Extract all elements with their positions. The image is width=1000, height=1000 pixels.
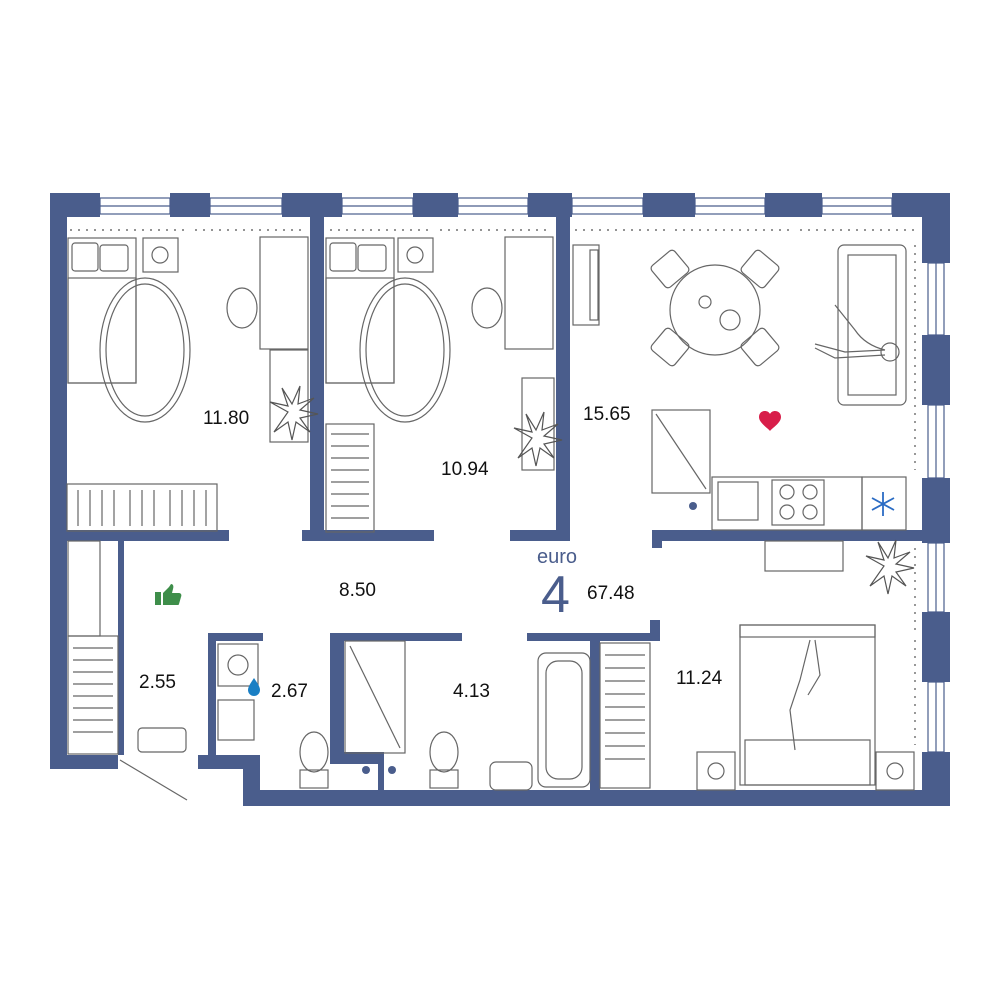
area-bedroom-2: 10.94 — [441, 459, 489, 480]
bed-1 — [67, 237, 137, 384]
nightstand-1 — [696, 751, 736, 791]
apartment-type-suffix: euro — [537, 546, 578, 568]
laundry-sink — [217, 699, 255, 741]
rug-1 — [99, 277, 191, 423]
desk-3 — [764, 540, 844, 572]
shower-cabinet — [344, 640, 406, 754]
area-bathroom-1: 4.13 — [453, 681, 490, 702]
rug-2 — [359, 277, 451, 423]
area-kitchen-living: 15.65 — [583, 404, 631, 425]
windows — [99, 197, 945, 753]
kitchen-sink — [717, 481, 759, 521]
wall-bath1-top — [330, 633, 462, 641]
wall-laundry-left — [208, 633, 216, 755]
radiator-2 — [325, 423, 375, 533]
chair-2 — [471, 287, 503, 329]
apartment-rooms-count: 4 — [541, 566, 570, 624]
wall-bottom-main — [243, 790, 950, 806]
wall-kitchen-stub — [652, 530, 662, 548]
radiator-1 — [66, 483, 218, 532]
dining-chair-4 — [740, 327, 780, 367]
nightstand-2 — [875, 751, 915, 791]
wall-bed2-bottom-b — [510, 530, 570, 541]
wall-bedroom1-2 — [310, 193, 324, 533]
wall-kitchen-bottom — [652, 530, 922, 541]
wall-bed2-bottom-a — [302, 530, 434, 541]
toilet-2 — [429, 731, 459, 773]
desk-1 — [259, 236, 309, 350]
dining-chair-2 — [740, 249, 780, 289]
area-laundry: 2.67 — [271, 681, 308, 702]
wall-right-1 — [922, 193, 950, 263]
area-hallway: 8.50 — [339, 580, 376, 601]
plant-2 — [513, 411, 563, 467]
person-bed3 — [789, 639, 821, 751]
desk-2 — [504, 236, 554, 350]
thumbs-up-icon — [155, 584, 182, 605]
entry-rug — [137, 727, 187, 753]
water-drop-icon — [248, 678, 260, 696]
wall-top-6 — [643, 193, 695, 217]
dining-table — [669, 264, 761, 356]
person-on-sofa — [814, 304, 886, 359]
dining-chair-3 — [650, 327, 690, 367]
furniture — [66, 236, 915, 801]
washer-2 — [397, 237, 434, 273]
chair-1 — [226, 287, 258, 329]
wall-bed1-bottom — [67, 530, 229, 541]
area-bedroom-1: 11.80 — [203, 408, 250, 429]
walls — [50, 193, 950, 806]
wall-top-4 — [413, 193, 458, 217]
bath-sink — [489, 761, 533, 791]
wall-right-2 — [922, 335, 950, 405]
apartment-total-area: 67.48 — [587, 583, 635, 604]
wall-bed3-stub — [650, 620, 660, 641]
wall-bottom-left — [50, 755, 118, 769]
wall-bath1-bottom-a — [330, 752, 378, 764]
washer-laundry — [217, 643, 259, 687]
wardrobe-entry — [67, 540, 101, 637]
wall-top-2 — [170, 193, 210, 217]
wall-entry-right — [118, 540, 124, 755]
washer-1 — [142, 237, 179, 273]
wall-right-3 — [922, 478, 950, 543]
wall-top-7 — [765, 193, 822, 217]
stove — [771, 479, 825, 526]
toilet-1 — [299, 731, 329, 773]
sofa — [837, 244, 907, 406]
radiator-entry — [67, 635, 119, 755]
dining-chair-1 — [650, 249, 690, 289]
wall-bath1-left — [330, 633, 344, 753]
radiator-bath — [599, 642, 651, 789]
wall-right-4 — [922, 612, 950, 682]
wall-bath-sep — [378, 752, 384, 794]
wall-laundry-top — [208, 633, 263, 641]
plant-1 — [269, 385, 319, 441]
plants — [269, 385, 915, 595]
bed-2 — [325, 237, 395, 384]
area-entry: 2.55 — [139, 672, 176, 693]
area-bedroom-3: 11.24 — [676, 668, 723, 689]
snowflake-icon — [871, 492, 895, 516]
curtain-rails — [70, 229, 916, 745]
tv-stand — [572, 244, 600, 326]
plant-3 — [865, 539, 915, 595]
wall-bed3-left — [590, 633, 600, 793]
fridge-cabinet — [651, 409, 711, 494]
wall-bedroom2-kitchen — [556, 193, 570, 533]
wall-left — [50, 193, 67, 769]
heart-icon — [759, 411, 781, 431]
bathtub — [537, 652, 591, 788]
fridge — [861, 476, 907, 531]
entry-door — [119, 759, 188, 801]
